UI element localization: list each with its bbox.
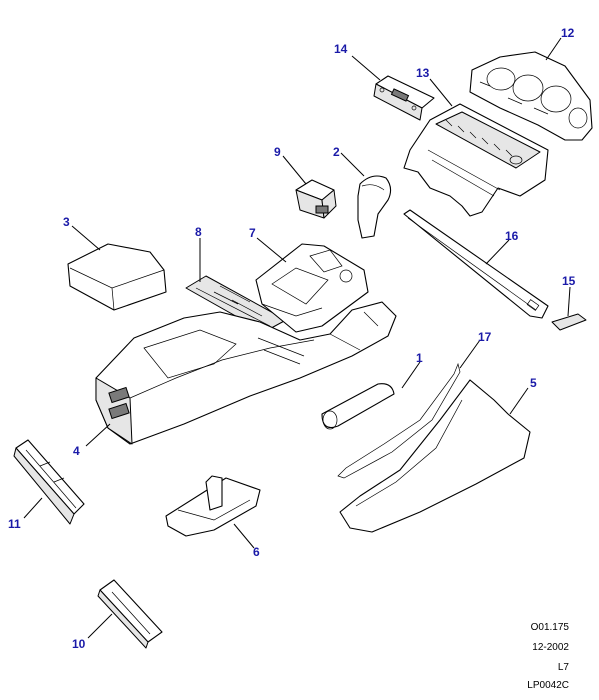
callout-11: 11 — [8, 517, 21, 531]
callout-16: 16 — [505, 229, 519, 243]
callout-8: 8 — [195, 225, 202, 239]
callout-5: 5 — [530, 376, 537, 390]
callout-17: 17 — [478, 330, 492, 344]
fascia-switch-panel-part — [403, 103, 549, 217]
callout-9: 9 — [274, 145, 281, 159]
callout-4: 4 — [73, 444, 80, 458]
reference-code: O01.175 — [530, 622, 569, 633]
callout-labels: 1 2 3 4 5 6 7 8 9 10 11 12 13 14 15 16 1… — [8, 26, 576, 651]
callout-2: 2 — [333, 145, 340, 159]
side-panel-part — [339, 379, 531, 533]
callout-6: 6 — [253, 545, 260, 559]
cup-holder-part — [295, 179, 337, 219]
callout-15: 15 — [562, 274, 576, 288]
console-top-panel-part — [255, 243, 369, 333]
small-tray-part — [97, 579, 163, 649]
callout-3: 3 — [63, 215, 70, 229]
instrument-surround-part — [469, 51, 593, 141]
callout-14: 14 — [334, 42, 348, 56]
gear-boot-part — [165, 475, 261, 537]
storage-tray-part — [13, 439, 85, 525]
radio-unit-part — [373, 75, 435, 121]
trim-strip-part — [403, 209, 549, 319]
centre-console-part — [95, 301, 397, 445]
handbrake-grip-part — [321, 383, 395, 430]
callout-13: 13 — [416, 66, 430, 80]
armrest-lid-part — [67, 243, 167, 311]
callout-10: 10 — [72, 637, 86, 651]
seal-strip-part — [337, 362, 461, 479]
callout-7: 7 — [249, 226, 256, 240]
end-cap-part — [551, 313, 587, 331]
reference-model: L7 — [557, 662, 569, 673]
leader-lines — [23, 37, 571, 639]
callout-1: 1 — [416, 351, 423, 365]
reference-date: 12-2002 — [532, 642, 569, 653]
callout-12: 12 — [561, 26, 575, 40]
reference-illustration-id: LP0042C — [527, 680, 569, 691]
gear-knob-part — [357, 175, 392, 239]
